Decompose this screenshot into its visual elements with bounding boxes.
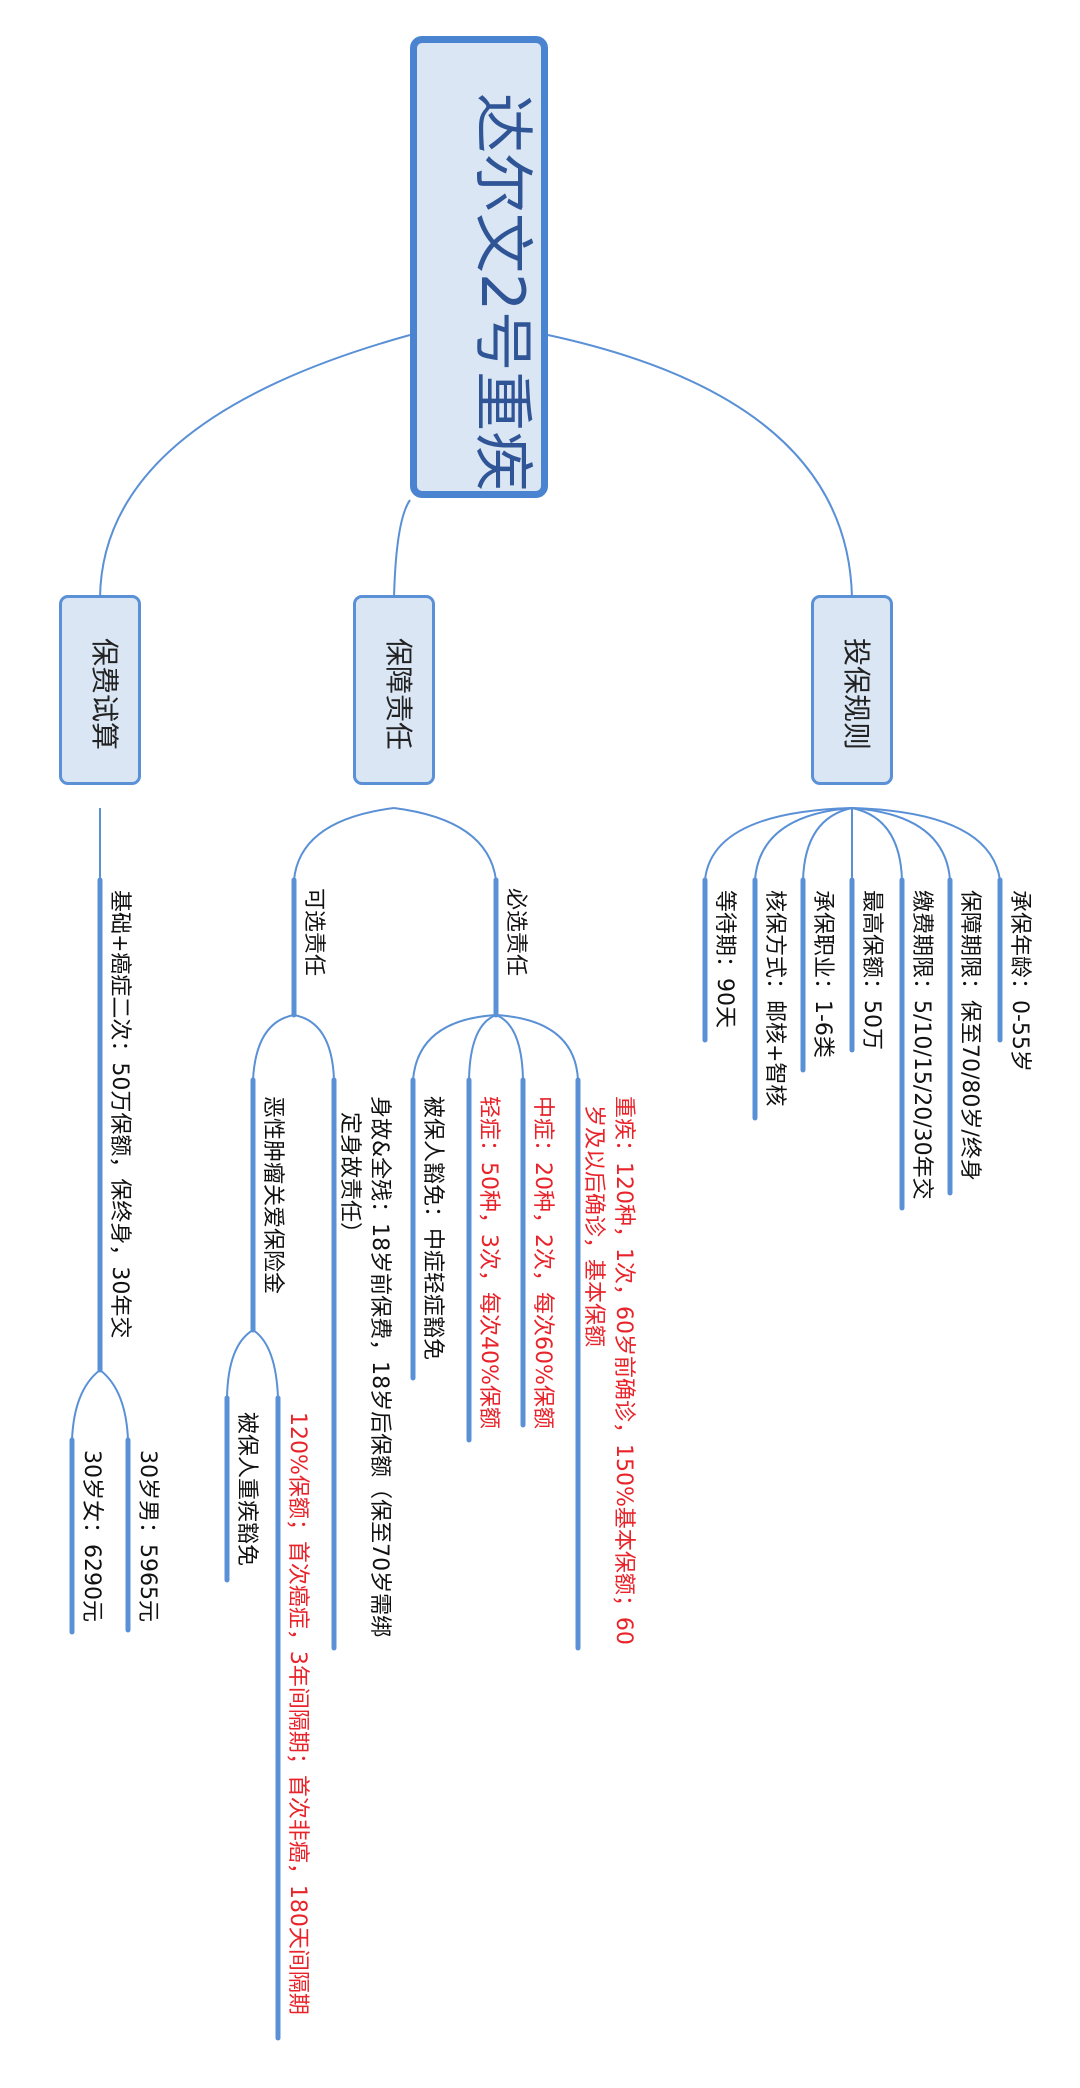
rule-underwriting: 核保方式：邮核+智核 [762, 890, 787, 1107]
rule-max-amount: 最高保额：50万 [859, 890, 884, 1050]
connector-rules-age [851, 807, 1001, 881]
rule-payment: 缴费期限：5/10/15/20/30年交 [909, 890, 934, 1200]
required-mild: 轻症：50种，3次，每次40%保额 [476, 1096, 501, 1429]
branch-label-rules: 投保规则 [840, 638, 873, 751]
rule-period: 保障期限：保至70/80岁/终身 [957, 890, 982, 1181]
cancer-waiver: 被保人重疾豁免 [234, 1412, 259, 1567]
connector-optional-cancer [252, 1014, 295, 1081]
optional-cancer-label: 恶性肿瘤关爱保险金 [260, 1096, 285, 1295]
branch-node-coverage[interactable]: 保障责任 [353, 595, 435, 785]
branch-node-premium[interactable]: 保费试算 [59, 595, 141, 785]
connector-required-critical [495, 1014, 579, 1081]
connector-rules-period [851, 807, 951, 881]
premium-female: 30岁女：6290元 [79, 1450, 104, 1622]
required-moderate: 中症：20种，2次，每次60%保额 [530, 1096, 555, 1429]
optional-death-line1: 身故&全残：18岁前保费，18岁后保额（保至70岁需绑 [367, 1096, 392, 1638]
connector-rules-wait [704, 807, 853, 881]
connector-coverage-required [393, 807, 497, 881]
connector-cancer-waiver [226, 1329, 254, 1399]
root-label: 达尔文2号重疾 [467, 93, 537, 492]
connector-root-coverage [393, 499, 411, 599]
cancer-detail: 120%保额；首次癌症，3年间隔期；首次非癌，180天间隔期 [285, 1412, 310, 2015]
connector-required-mild [468, 1014, 497, 1081]
optional-label: 可选责任 [301, 888, 326, 977]
connector-rules-job [802, 807, 853, 881]
connector-required-waiver [412, 1014, 497, 1081]
required-critical-line2: 岁及以后确诊，基本保额 [581, 1105, 606, 1348]
connector-required-moderate [495, 1014, 524, 1081]
connector-coverage-optional [293, 807, 395, 881]
connector-rules-uw [754, 807, 853, 881]
premium-plan: 基础+癌症二次：50万保额，保终身，30年交 [107, 890, 132, 1339]
connector-root-premium [99, 334, 411, 599]
connector-rules-pay [851, 807, 903, 881]
premium-male: 30岁男：5965元 [135, 1450, 160, 1622]
root-node[interactable]: 达尔文2号重疾 [410, 36, 548, 498]
branch-label-premium: 保费试算 [88, 638, 121, 751]
rule-age: 承保年龄：0-55岁 [1007, 890, 1032, 1072]
connector-premium-male [99, 1369, 129, 1441]
connector-optional-death [293, 1014, 335, 1081]
required-waiver: 被保人豁免：中症轻症豁免 [420, 1096, 445, 1361]
required-critical-line1: 重疾：120种，1次，60岁前确诊，150%基本保额；60 [611, 1096, 636, 1645]
required-label: 必选责任 [503, 888, 528, 977]
rule-occupation: 承保职业：1-6类 [810, 890, 835, 1058]
connector-cancer-detail [252, 1329, 279, 1399]
rule-waiting: 等待期：90天 [712, 890, 737, 1028]
optional-death-line2: 定身故责任） [337, 1112, 362, 1245]
connector-root-rules [547, 334, 853, 599]
branch-label-coverage: 保障责任 [382, 638, 415, 751]
connector-premium-female [71, 1369, 101, 1441]
branch-node-rules[interactable]: 投保规则 [811, 595, 893, 785]
